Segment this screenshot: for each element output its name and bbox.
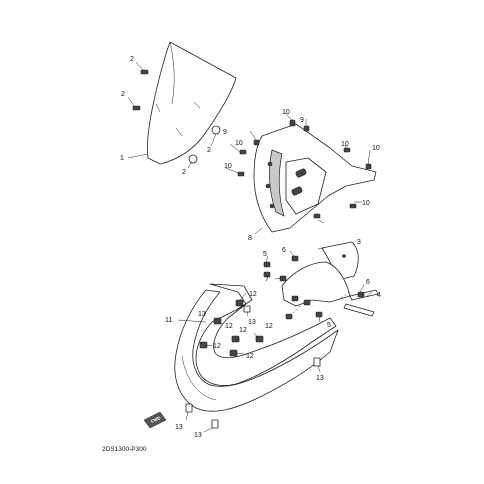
callout-labels: 1 2 2 2 2 3 4 5 5 6 6 7 8 9 9 10 10 10 1… (120, 56, 381, 439)
callout-12: 12 (246, 353, 254, 360)
callout-10: 10 (224, 163, 232, 170)
callout-12: 12 (249, 291, 257, 298)
callout-6: 6 (282, 247, 286, 254)
callout-13: 13 (194, 432, 202, 439)
callout-13: 13 (175, 424, 183, 431)
callout-4: 4 (377, 292, 381, 299)
callout-1: 1 (120, 155, 124, 162)
callout-10: 10 (362, 200, 370, 207)
callout-9: 9 (223, 129, 227, 136)
callout-9: 9 (300, 117, 304, 124)
callout-10: 10 (341, 141, 349, 148)
callout-10: 10 (372, 145, 380, 152)
callout-11: 11 (165, 317, 172, 324)
callout-6: 6 (366, 279, 370, 286)
callout-2: 2 (121, 91, 125, 98)
washer-icon (211, 125, 221, 135)
callout-5: 5 (263, 251, 267, 258)
drawing-code: 2DS1300-P300 (102, 446, 147, 453)
callout-12: 12 (265, 323, 273, 330)
callout-7: 7 (265, 276, 269, 283)
front-shield (174, 283, 339, 412)
callout-13: 13 (316, 375, 324, 382)
nut-13-group (185, 305, 321, 429)
fwd-label: FWD (150, 415, 162, 424)
callout-2: 2 (207, 147, 211, 154)
callout-13: 13 (248, 319, 256, 326)
upper-cover (321, 241, 359, 281)
screw-icon (132, 105, 141, 111)
windshield (147, 41, 237, 165)
callout-8: 8 (248, 235, 252, 242)
callout-10: 10 (235, 140, 243, 147)
fwd-arrow-icon: FWD (143, 411, 167, 429)
callout-12: 12 (213, 343, 221, 350)
center-cowl (281, 261, 351, 317)
screw-2-group (132, 69, 221, 164)
callout-12: 12 (239, 327, 247, 334)
clip-group (199, 299, 264, 357)
leader-lines (127, 61, 373, 433)
screw-icon (140, 69, 149, 75)
callout-12: 12 (225, 323, 233, 330)
fastener-group (237, 119, 372, 219)
callout-3: 3 (357, 239, 361, 246)
inner-panel (253, 123, 377, 233)
washer-icon (188, 154, 198, 164)
callout-10: 10 (282, 109, 290, 116)
callout-13: 13 (198, 311, 206, 318)
callout-2: 2 (182, 169, 186, 176)
nut-group (263, 255, 365, 320)
callout-5: 5 (327, 322, 331, 329)
callout-2: 2 (130, 56, 134, 63)
